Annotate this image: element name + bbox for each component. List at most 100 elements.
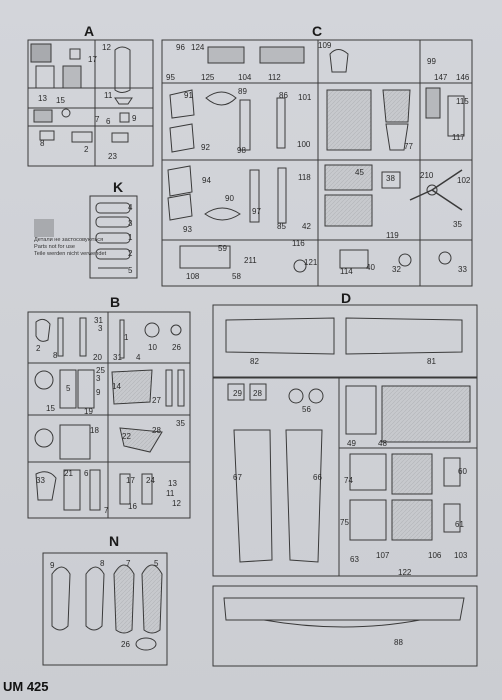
part-label: 93 <box>183 225 192 234</box>
sprue-frame-k <box>89 195 138 279</box>
part-label: 9 <box>96 388 101 397</box>
part-label: 26 <box>172 343 181 352</box>
part-label: 28 <box>253 389 262 398</box>
sprue-frame-d-tail <box>212 585 478 667</box>
part-label: 63 <box>350 555 359 564</box>
part-label: 112 <box>268 73 281 82</box>
unused-parts-swatch <box>34 219 54 237</box>
part-label: 1 <box>124 333 129 342</box>
legend-line: Parts not for use <box>34 244 76 251</box>
part-label: 35 <box>453 220 462 229</box>
section-letter-k: K <box>113 179 123 195</box>
part-label: 8 <box>40 139 45 148</box>
part-label: 3 <box>128 219 133 228</box>
part-label: 48 <box>378 439 387 448</box>
part-label: 15 <box>56 96 65 105</box>
part-label: 45 <box>355 168 364 177</box>
part-label: 109 <box>318 41 332 50</box>
kit-code: UM 425 <box>3 679 49 694</box>
part-label: 9 <box>50 561 55 570</box>
part-label: 23 <box>108 152 117 161</box>
part-label: 101 <box>298 93 312 102</box>
section-letter-c: C <box>312 23 322 39</box>
part-label: 31 <box>94 316 103 325</box>
part-label: 95 <box>166 73 175 82</box>
part-label: 32 <box>392 265 401 274</box>
part-label: 118 <box>298 173 311 182</box>
sprue-frame-n <box>42 552 168 666</box>
part-label: 27 <box>152 396 161 405</box>
part-label: 8 <box>100 559 105 568</box>
part-label: 99 <box>427 57 436 66</box>
part-label: 59 <box>218 244 227 253</box>
part-label: 92 <box>201 143 210 152</box>
part-label: 40 <box>366 263 375 272</box>
part-label: 102 <box>457 176 471 185</box>
part-label: 74 <box>344 476 353 485</box>
part-label: 9 <box>132 114 137 123</box>
part-label: 117 <box>452 133 465 142</box>
part-label: 146 <box>456 73 470 82</box>
sprue-frame-d-wings <box>212 304 478 378</box>
part-label: 85 <box>277 222 286 231</box>
part-label: 25 <box>96 366 105 375</box>
part-label: 116 <box>292 239 305 248</box>
part-label: 124 <box>191 43 205 52</box>
part-label: 11 <box>104 91 113 100</box>
part-label: 18 <box>90 426 99 435</box>
part-label: 56 <box>302 405 311 414</box>
sprue-frame-d-fuselage <box>212 377 478 577</box>
part-label: 91 <box>184 91 193 100</box>
part-label: 7 <box>104 506 109 515</box>
part-label: 19 <box>84 407 93 416</box>
unused-parts-legend: Детали не застосовуються Parts not for u… <box>34 237 118 259</box>
part-label: 104 <box>238 73 252 82</box>
part-label: 17 <box>126 476 135 485</box>
part-label: 12 <box>102 43 111 52</box>
part-label: 97 <box>252 207 261 216</box>
part-label: 28 <box>152 426 161 435</box>
section-letter-d: D <box>341 290 351 306</box>
part-label: 114 <box>340 267 353 276</box>
part-label: 13 <box>168 479 177 488</box>
part-label: 13 <box>38 94 47 103</box>
part-label: 5 <box>66 384 71 393</box>
part-label: 66 <box>313 473 322 482</box>
part-label: 58 <box>232 272 241 281</box>
part-label: 60 <box>458 467 467 476</box>
part-label: 22 <box>122 432 131 441</box>
part-label: 42 <box>302 222 311 231</box>
part-label: 4 <box>128 203 133 212</box>
part-label: 5 <box>154 559 159 568</box>
part-label: 2 <box>84 145 89 154</box>
part-label: 7 <box>126 559 131 568</box>
section-letter-b: B <box>110 294 120 310</box>
part-label: 67 <box>233 473 242 482</box>
unused-part-a1 <box>30 43 52 63</box>
sprue-frame-a <box>27 39 154 167</box>
part-label: 61 <box>455 520 464 529</box>
part-label: 6 <box>84 469 89 478</box>
sprue-frame-c <box>161 39 473 287</box>
part-label: 107 <box>376 551 390 560</box>
part-label: 98 <box>237 146 246 155</box>
part-label: 35 <box>176 419 185 428</box>
part-label: 119 <box>386 231 399 240</box>
part-label: 2 <box>36 344 41 353</box>
part-label: 1 <box>128 233 133 242</box>
part-label: 108 <box>186 272 200 281</box>
part-label: 29 <box>233 389 242 398</box>
part-label: 106 <box>428 551 442 560</box>
part-label: 210 <box>420 171 434 180</box>
part-label: 12 <box>172 499 181 508</box>
legend-line: Teile werden nicht verwendet <box>34 251 107 258</box>
part-label: 38 <box>386 174 395 183</box>
part-label: 3 <box>96 374 101 383</box>
part-label: 211 <box>244 256 257 265</box>
part-label: 5 <box>128 266 133 275</box>
section-letter-n: N <box>109 533 119 549</box>
part-label: 6 <box>106 117 111 126</box>
part-label: 121 <box>304 258 318 267</box>
